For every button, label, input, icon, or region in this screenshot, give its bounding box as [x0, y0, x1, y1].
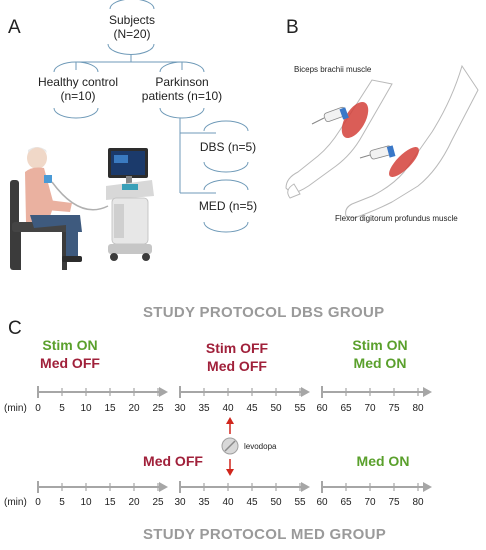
med-tick-0: 0 — [35, 497, 41, 508]
panel-label-c: C — [8, 318, 22, 339]
dbs-tick-15: 15 — [104, 403, 116, 414]
dbs-tick-5: 5 — [59, 403, 65, 414]
biceps-muscle — [341, 101, 369, 139]
flexor-muscle — [389, 147, 419, 177]
node-healthy-count: (n=10) — [60, 89, 96, 103]
dbs-tick-60: 60 — [316, 403, 328, 414]
med-tick-15: 15 — [104, 497, 116, 508]
med-tick-70: 70 — [364, 497, 376, 508]
dbs-state-3: Stim ON Med ON — [340, 336, 420, 372]
med-tick-20: 20 — [128, 497, 140, 508]
med-tick-50: 50 — [270, 497, 282, 508]
med-tick-35: 35 — [198, 497, 210, 508]
med-tick-65: 65 — [340, 497, 352, 508]
med-tick-25: 25 — [152, 497, 164, 508]
pill-icon — [221, 437, 239, 455]
dbs-tick-25: 25 — [152, 403, 164, 414]
dbs-state-3-stim: Stim ON — [352, 337, 408, 353]
med-state-on: Med ON — [356, 453, 410, 469]
dbs-axis-unit: (min) — [4, 403, 27, 414]
node-healthy-label: Healthy control — [37, 75, 119, 89]
dbs-tick-35: 35 — [198, 403, 210, 414]
node-dbs: DBS (n=5) — [199, 140, 257, 154]
dbs-tick-65: 65 — [340, 403, 352, 414]
dbs-state-3-med: Med ON — [353, 355, 407, 371]
node-parkinson-label: Parkinson — [155, 75, 209, 89]
arrow-down-icon — [226, 459, 234, 476]
dbs-tick-30: 30 — [174, 403, 186, 414]
node-parkinson-count: patients (n=10) — [141, 89, 223, 103]
title-dbs-protocol: STUDY PROTOCOL DBS GROUP — [143, 304, 385, 321]
med-tick-80: 80 — [412, 497, 424, 508]
med-tick-75: 75 — [388, 497, 400, 508]
dbs-state-2-med: Med OFF — [207, 358, 267, 374]
med-tick-40: 40 — [222, 497, 234, 508]
node-subjects: Subjects (N=20) — [96, 13, 168, 41]
med-axis-unit: (min) — [4, 497, 27, 508]
levodopa-label: levodopa — [244, 442, 277, 451]
dbs-tick-40: 40 — [222, 403, 234, 414]
patient-figure — [25, 147, 82, 262]
title-med-protocol: STUDY PROTOCOL MED GROUP — [143, 526, 387, 543]
dbs-state-1-stim: Stim ON — [42, 337, 98, 353]
dbs-state-2: Stim OFF Med OFF — [192, 339, 282, 375]
med-tick-30: 30 — [174, 497, 186, 508]
med-tick-5: 5 — [59, 497, 65, 508]
flexor-probe-icon — [359, 145, 396, 160]
dbs-tick-55: 55 — [294, 403, 306, 414]
dbs-tick-50: 50 — [270, 403, 282, 414]
forearm-flexor — [345, 64, 479, 219]
med-tick-55: 55 — [294, 497, 306, 508]
dbs-tick-80: 80 — [412, 403, 424, 414]
arrow-up-icon — [226, 417, 234, 434]
dbs-tick-70: 70 — [364, 403, 376, 414]
med-tick-45: 45 — [246, 497, 258, 508]
dbs-tick-10: 10 — [80, 403, 92, 414]
node-subjects-label: Subjects — [108, 13, 156, 27]
dbs-tick-45: 45 — [246, 403, 258, 414]
label-flexor-muscle: Flexor digitorum profundus muscle — [335, 214, 458, 223]
dbs-tick-75: 75 — [388, 403, 400, 414]
panel-label-a: A — [8, 17, 21, 38]
dbs-state-1: Stim ON Med OFF — [30, 336, 110, 372]
node-med: MED (n=5) — [198, 199, 258, 213]
ultrasound-machine-icon — [106, 148, 154, 261]
dbs-state-2-stim: Stim OFF — [205, 340, 269, 356]
dbs-tick-0: 0 — [35, 403, 41, 414]
dbs-state-1-med: Med OFF — [40, 355, 100, 371]
med-state-off: Med OFF — [143, 453, 203, 469]
node-parkinson: Parkinson patients (n=10) — [134, 75, 230, 103]
label-biceps-muscle: Biceps brachii muscle — [294, 65, 372, 74]
biceps-probe-icon — [311, 106, 349, 125]
node-subjects-count: (N=20) — [113, 27, 151, 41]
panel-label-b: B — [286, 17, 299, 38]
dbs-tick-20: 20 — [128, 403, 140, 414]
node-healthy-control: Healthy control (n=10) — [30, 75, 126, 103]
med-tick-10: 10 — [80, 497, 92, 508]
med-tick-60: 60 — [316, 497, 328, 508]
